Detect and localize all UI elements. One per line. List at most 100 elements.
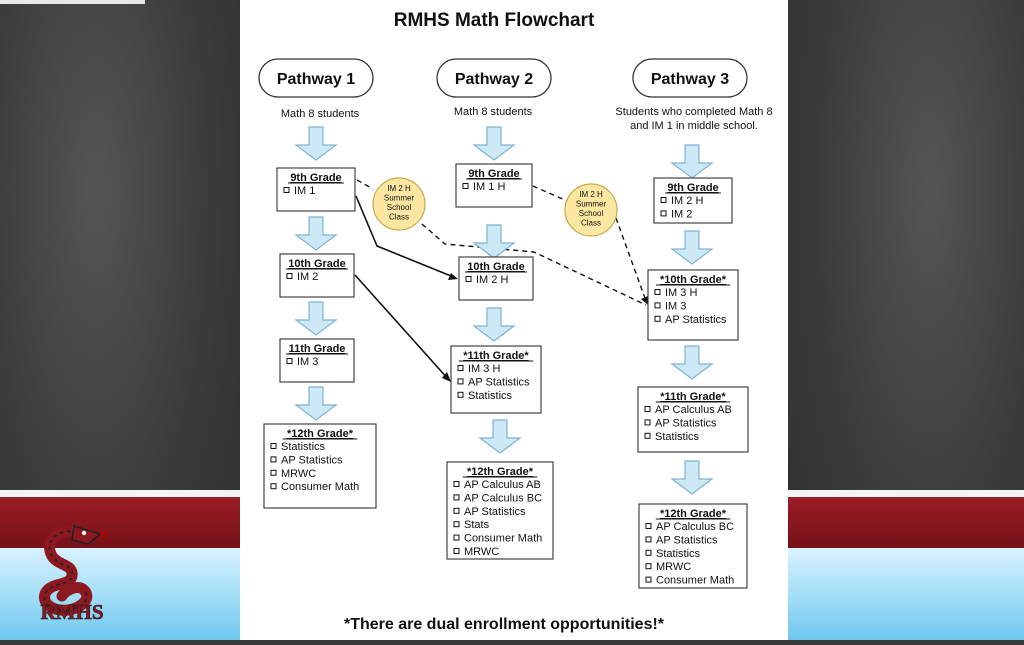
course-item: MRWC (656, 561, 691, 573)
grade-heading: 10th Grade (467, 261, 524, 273)
grade-heading: *10th Grade* (660, 274, 727, 286)
connector-line (355, 195, 457, 279)
rmhs-logo: RMHS (22, 520, 122, 630)
checkbox-icon (645, 536, 652, 543)
flow-arrow-icon (472, 224, 516, 259)
checkbox-icon (654, 315, 661, 322)
pathway-label: Pathway 1 (277, 71, 355, 88)
grade-box (653, 177, 733, 224)
course-item: Statistics (656, 548, 701, 560)
logo-text: RMHS (40, 600, 104, 625)
summer-school-text: School (579, 209, 604, 218)
course-item: AP Statistics (665, 314, 727, 326)
course-item: IM 2 (671, 208, 692, 220)
grade-heading: *11th Grade* (463, 350, 529, 362)
checkbox-icon (453, 494, 460, 501)
flow-arrow-icon (670, 460, 714, 495)
checkbox-icon (286, 273, 293, 279)
checkbox-icon (660, 210, 667, 217)
pathway-pill (436, 58, 552, 98)
grade-heading: *12th Grade* (660, 508, 727, 520)
course-item: AP Statistics (468, 376, 530, 388)
flow-arrow-icon (294, 386, 338, 421)
checkbox-icon (644, 406, 651, 412)
grade-box (446, 461, 554, 560)
checkbox-icon (462, 183, 469, 189)
dashed-connector (356, 179, 374, 190)
checkbox-icon (654, 302, 661, 309)
flow-arrow-icon (294, 126, 338, 161)
pathway-description: Students who completed Math 8 (615, 106, 772, 118)
checkbox-icon (453, 481, 460, 487)
checkbox-icon (457, 365, 464, 371)
course-item: AP Calculus AB (464, 479, 541, 491)
grade-heading: 10th Grade (288, 258, 345, 270)
checkbox-icon (270, 443, 277, 449)
grade-box (276, 167, 356, 212)
dashed-connector (532, 185, 568, 202)
pathway-label: Pathway 3 (651, 71, 729, 88)
flow-arrow-icon (294, 301, 338, 336)
checkbox-icon (283, 187, 290, 193)
course-item: AP Statistics (656, 534, 718, 546)
course-item: Statistics (281, 441, 326, 453)
flow-arrow-icon (478, 419, 522, 454)
connector-arrowhead (442, 372, 451, 382)
pathway-pill (258, 58, 374, 98)
grade-heading: *12th Grade* (287, 428, 354, 440)
grade-box (450, 345, 542, 414)
checkbox-icon (660, 197, 667, 203)
summer-school-badge (564, 183, 618, 237)
grade-heading: 11th Grade (289, 343, 346, 355)
course-item: IM 1 (294, 185, 315, 197)
summer-school-text: Summer (384, 194, 415, 203)
summer-school-text: Class (389, 213, 409, 222)
checkbox-icon (270, 456, 277, 463)
course-item: IM 3 (665, 300, 686, 312)
checkbox-icon (270, 483, 277, 490)
grade-heading: *12th Grade* (467, 466, 534, 478)
footer-note: *There are dual enrollment opportunities… (344, 616, 665, 633)
pathway-label: Pathway 2 (455, 71, 533, 88)
summer-school-text: Class (581, 219, 601, 228)
course-item: IM 3 (297, 356, 318, 368)
course-item: Consumer Math (464, 533, 542, 545)
checkbox-icon (465, 276, 472, 282)
course-item: MRWC (281, 468, 316, 480)
checkbox-icon (654, 289, 661, 295)
dashed-connector (615, 217, 647, 302)
flow-arrow-icon (294, 216, 338, 251)
checkbox-icon (270, 469, 277, 476)
course-item: IM 2 H (671, 195, 703, 207)
course-item: AP Statistics (464, 506, 526, 518)
summer-school-text: IM 2 H (579, 190, 603, 199)
pathway-description: Math 8 students (281, 108, 360, 120)
checkbox-icon (286, 358, 293, 364)
course-item: Consumer Math (656, 575, 734, 587)
corner-tab (0, 0, 145, 4)
summer-school-text: IM 2 H (387, 184, 411, 193)
checkbox-icon (644, 432, 651, 439)
grade-box (637, 386, 749, 453)
course-item: AP Statistics (655, 417, 717, 429)
course-item: IM 3 H (468, 363, 500, 375)
checkbox-icon (645, 549, 652, 556)
dashed-connector (421, 223, 647, 306)
course-item: IM 2 (297, 271, 318, 283)
course-item: IM 2 H (476, 274, 508, 286)
course-item: Statistics (468, 390, 513, 402)
grade-box (647, 269, 739, 341)
grade-box (638, 503, 748, 589)
course-item: Consumer Math (281, 481, 359, 493)
summer-school-badge (372, 177, 426, 231)
grade-heading: 9th Grade (667, 182, 718, 194)
checkbox-icon (645, 523, 652, 529)
flow-arrow-icon (670, 230, 714, 265)
grade-box (455, 163, 533, 208)
pathway-pill (632, 58, 748, 98)
course-item: AP Statistics (281, 454, 343, 466)
checkbox-icon (453, 534, 460, 541)
grade-box (263, 423, 377, 509)
pathway-description: Math 8 students (454, 106, 533, 118)
